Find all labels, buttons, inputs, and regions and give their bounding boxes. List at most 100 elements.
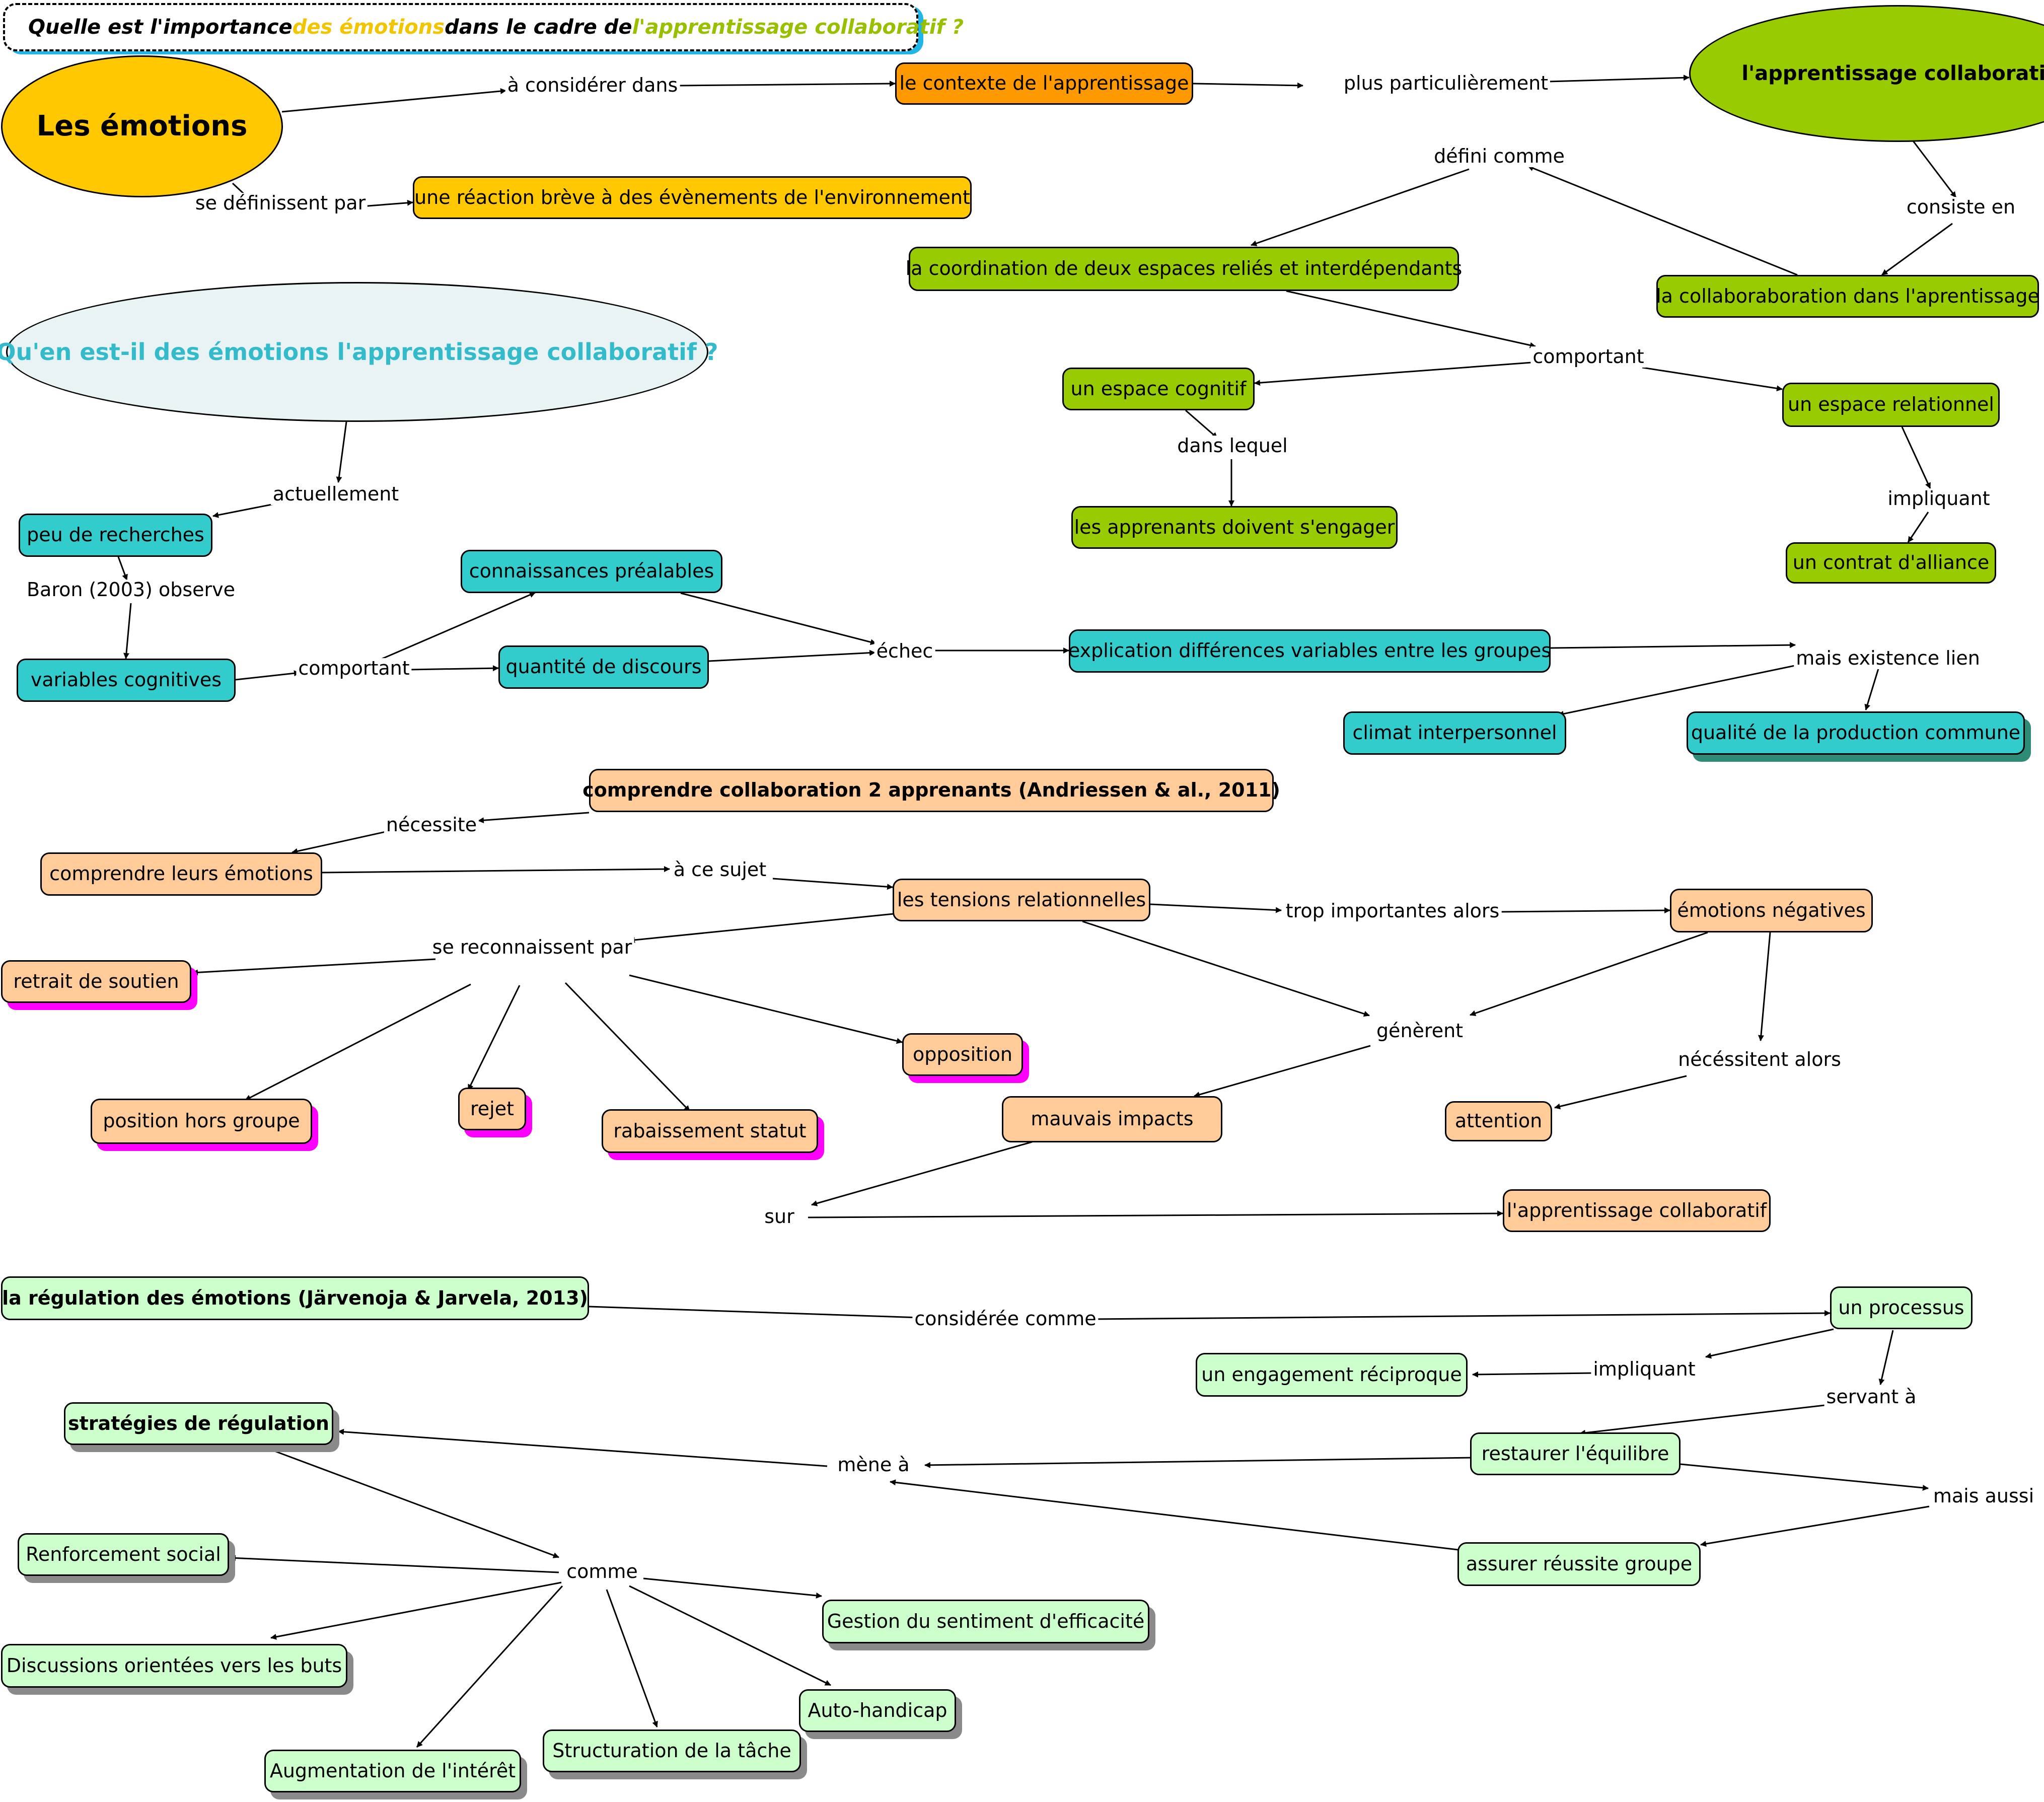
node-retrait[interactable]: retrait de soutien [1,960,191,1003]
node-rejet[interactable]: rejet [458,1088,526,1130]
node-explication[interactable]: explication différences variables entre … [1068,629,1551,673]
node-apprentissage-collaboratif-bottom[interactable]: l'apprentissage collaboratif [1503,1189,1771,1232]
edge-andriessen-to-necessite [478,812,590,824]
edge-sereconnaissent-to-rejet [467,985,521,1091]
edge-emotions-to-considerer [281,88,506,113]
node-reaction[interactable]: une réaction brève à des évènements de l… [413,176,972,219]
node-contrat-alliance[interactable]: un contrat d'alliance [1786,542,1996,584]
node-auto-handicap[interactable]: Auto-handicap [799,1689,956,1732]
edge-strategies-to-comme [271,1449,559,1558]
link-consiste-en: consiste en [1904,196,2018,218]
node-coordination[interactable]: la coordination de deux espaces reliés e… [906,247,1462,291]
edge-collab-to-consiste [1912,140,1957,198]
node-opposition[interactable]: opposition [902,1033,1023,1076]
link-defini-comme: défini comme [1432,146,1567,167]
node-renforcement[interactable]: Renforcement social [18,1533,229,1576]
edge-negatives-to-generent [1470,931,1708,1017]
edge-contexte-to-plus [1193,82,1303,89]
edge-assurer-to-mene [890,1479,1458,1551]
link-consideree: considérée comme [912,1308,1099,1330]
link-baron: Baron (2003) observe [24,579,238,601]
node-question[interactable]: Qu'en est-il des émotions l'apprentissag… [0,282,718,422]
link-se-definissent: se définissent par [193,192,368,214]
link-a-considerer: à considérer dans [505,75,680,96]
edge-processus-to-impliquant [1705,1328,1834,1359]
edge-sereconnaissent-to-rabaissement [564,982,691,1112]
edge-actuellement-to-peu [212,502,277,518]
node-apprenants-engager[interactable]: les apprenants doivent s'engager [1071,506,1398,549]
link-mais-aussi: mais aussi [1931,1485,2036,1507]
edge-comme-to-autohandicap [629,1585,831,1686]
node-strategies[interactable]: stratégies de régulation [64,1402,333,1445]
node-comprendre-collaboration[interactable]: comprendre collaboration 2 apprenants (A… [582,769,1280,812]
link-actuellement: actuellement [270,483,401,505]
node-espace-relationnel[interactable]: un espace relationnel [1782,383,2000,427]
edge-quantite-to-echec [708,650,875,662]
node-emotions-negatives[interactable]: émotions négatives [1670,889,1873,932]
node-engagement[interactable]: un engagement réciproque [1196,1353,1468,1397]
node-regulation[interactable]: la régulation des émotions (Järvenoja & … [1,1276,589,1320]
node-augmentation[interactable]: Augmentation de l'intérêt [264,1750,521,1792]
node-climat[interactable]: climat interpersonnel [1343,711,1566,755]
edge-comportant-to-quantite [408,665,499,672]
edge-connaissances-to-echec [680,592,877,645]
edge-consideree-to-processus [1091,1310,1831,1320]
edge-restaurer-to-mene [924,1457,1475,1468]
edge-sereconnaissent-to-position [245,983,471,1101]
edge-comme-to-augmentation [416,1585,563,1748]
node-tensions[interactable]: les tensions relationnelles [893,879,1150,921]
title-part-3: dans le cadre de [445,16,632,39]
link-necessitent: nécéssitent alors [1676,1049,1843,1070]
edge-trop-to-negatives [1500,907,1670,914]
node-comprendre-emotions[interactable]: comprendre leurs émotions [40,852,322,896]
node-apprentissage-collaboratif-top[interactable]: l'apprentissage collaboratif [1689,5,2044,142]
node-processus[interactable]: un processus [1830,1286,1973,1329]
node-gestion[interactable]: Gestion du sentiment d'efficacité [822,1600,1149,1643]
node-quantite-discours[interactable]: quantité de discours [498,645,709,689]
node-peu-recherches[interactable]: peu de recherches [19,514,212,557]
link-impliquant-1: impliquant [1885,488,1992,510]
link-comme: comme [564,1561,640,1582]
edge-tensions-to-trop [1150,903,1282,913]
page-title: Quelle est l'importance des émotions dan… [3,3,964,51]
edge-servant-to-restaurer [1579,1404,1830,1436]
node-position[interactable]: position hors groupe [91,1099,312,1144]
edge-existence-to-qualite [1864,667,1880,710]
edge-impliquant-to-engagement [1472,1371,1594,1378]
link-sur: sur [762,1206,796,1228]
node-restaurer[interactable]: restaurer l'équilibre [1470,1432,1681,1475]
node-assurer[interactable]: assurer réussite groupe [1457,1542,1701,1586]
edge-relationnel-to-impliquant [1901,426,1931,489]
edge-question-to-actuellement [336,421,347,483]
node-discussions[interactable]: Discussions orientées vers les buts [1,1644,347,1688]
edge-collaboration-to-defini [1527,165,1798,276]
node-emotions[interactable]: Les émotions [1,55,283,197]
node-structuration[interactable]: Structuration de la tâche [543,1729,801,1772]
node-qualite[interactable]: qualité de la production commune [1687,711,2025,755]
edge-sedefinissent-to-reaction [361,199,413,207]
edge-baron-to-variables [123,603,132,659]
edge-sur-to-appcollab [808,1210,1503,1218]
link-a-ce-sujet: à ce sujet [671,859,769,881]
edge-impliquant-to-contrat [1907,512,1929,543]
edge-cognitif-to-danslequel [1185,409,1218,439]
edge-peu-to-baron [117,556,128,581]
node-espace-cognitif[interactable]: un espace cognitif [1062,368,1255,410]
link-comportant-2: comportant [296,658,412,679]
edge-existence-to-climat [1558,665,1795,717]
edge-comme-to-structuration [606,1589,658,1727]
node-rabaissement[interactable]: rabaissement statut [602,1109,818,1153]
node-attention[interactable]: attention [1445,1101,1552,1141]
node-variables-cognitives[interactable]: variables cognitives [17,659,236,702]
node-contexte[interactable]: le contexte de l'apprentissage [895,62,1193,105]
link-se-reconnaissent: se reconnaissent par [430,936,634,958]
edge-generent-to-mauvais [1194,1045,1371,1098]
edge-coordination-to-comportant [1286,290,1536,348]
edge-comprendre-to-acesujet [322,866,670,874]
node-mauvais-impacts[interactable]: mauvais impacts [1002,1096,1222,1142]
edge-comme-to-renforcement [230,1555,559,1573]
node-collaboration[interactable]: la collaboraboration dans l'aprentissage [1656,275,2039,318]
edge-restaurer-to-maisaussi [1680,1463,1929,1491]
node-connaissances[interactable]: connaissances préalables [461,550,722,593]
edge-variables-to-comportant [235,670,300,681]
